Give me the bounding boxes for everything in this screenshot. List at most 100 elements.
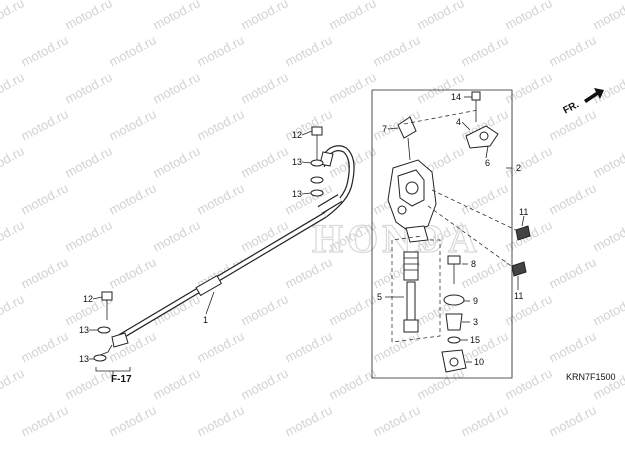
watermark-text: motod.ru: [62, 69, 114, 106]
brand-watermark: HONDA: [312, 216, 481, 261]
watermark-text: motod.ru: [590, 291, 625, 328]
front-direction-arrow: [584, 88, 604, 103]
watermark-text: motod.ru: [458, 180, 510, 217]
watermark-text: motod.ru: [502, 69, 554, 106]
watermark-text: motod.ru: [106, 254, 158, 291]
callout-3: 3: [473, 317, 478, 327]
watermark-text: motod.ru: [590, 0, 625, 33]
watermark-text: motod.ru: [106, 402, 158, 439]
watermark-text: motod.ru: [502, 291, 554, 328]
leader-line: [431, 189, 521, 233]
watermark-text: motod.ru: [0, 143, 27, 180]
watermark-text: motod.ru: [106, 106, 158, 143]
callout-7: 7: [382, 124, 387, 134]
watermark-text: motod.ru: [0, 0, 27, 33]
watermark-text: motod.ru: [370, 32, 422, 69]
callout-9: 9: [473, 296, 478, 306]
watermark-text: motod.ru: [194, 328, 246, 365]
watermark-text: motod.ru: [326, 0, 378, 33]
watermark-text: motod.ru: [62, 0, 114, 33]
watermark-text: motod.ru: [106, 32, 158, 69]
watermark-text: motod.ru: [194, 180, 246, 217]
watermark-text: motod.ru: [590, 143, 625, 180]
callout-4: 4: [456, 117, 461, 127]
watermark-text: motod.ru: [238, 365, 290, 402]
callout-15: 15: [470, 335, 480, 345]
callout-13-upper-b: 13: [292, 189, 302, 199]
assembly-box: [371, 89, 513, 379]
watermark-text: motod.ru: [0, 291, 27, 328]
watermark-text: motod.ru: [18, 402, 70, 439]
callout-1: 1: [203, 315, 208, 325]
watermark-text: motod.ru: [590, 217, 625, 254]
watermark-text: motod.ru: [150, 365, 202, 402]
callout-2: 2: [516, 163, 521, 173]
callout-11-upper: 11: [519, 207, 528, 217]
callout-leaders: [89, 96, 525, 363]
watermark-text: motod.ru: [238, 69, 290, 106]
watermark-text: motod.ru: [326, 365, 378, 402]
leader-line: [391, 239, 441, 343]
watermark-text: motod.ru: [502, 365, 554, 402]
watermark-text: motod.ru: [326, 291, 378, 328]
watermark-text: motod.ru: [106, 180, 158, 217]
watermark-text: motod.ru: [370, 106, 422, 143]
leader-line: [427, 205, 515, 269]
watermark-text: motod.ru: [546, 32, 598, 69]
watermark-text: motod.ru: [150, 69, 202, 106]
watermark-text: motod.ru: [150, 0, 202, 33]
callout-12-lower: 12: [83, 294, 93, 304]
diagram-code: KRN7F1500: [566, 372, 616, 382]
watermark-text: motod.ru: [194, 32, 246, 69]
watermark-text: motod.ru: [282, 402, 334, 439]
watermark-text: motod.ru: [414, 365, 466, 402]
callout-10: 10: [474, 357, 484, 367]
watermark-text: motod.ru: [458, 328, 510, 365]
watermark-text: motod.ru: [326, 69, 378, 106]
leader-line: [403, 109, 479, 125]
watermark-text: motod.ru: [414, 0, 466, 33]
piston-spring: [403, 251, 419, 333]
watermark-text: motod.ru: [194, 402, 246, 439]
watermark-text: motod.ru: [62, 217, 114, 254]
watermark-text: motod.ru: [150, 217, 202, 254]
watermark-text: motod.ru: [150, 291, 202, 328]
reference-bracket: [95, 367, 131, 375]
watermark-text: motod.ru: [0, 365, 27, 402]
callout-12-upper: 12: [292, 130, 302, 140]
watermark-text: motod.ru: [370, 328, 422, 365]
watermark-text: motod.ru: [18, 328, 70, 365]
watermark-text: motod.ru: [370, 402, 422, 439]
callout-11-lower: 11: [514, 291, 523, 301]
watermark-text: motod.ru: [282, 106, 334, 143]
watermark-text: motod.ru: [546, 180, 598, 217]
watermark-text: motod.ru: [546, 254, 598, 291]
leader-line: [391, 235, 423, 342]
watermark-text: motod.ru: [502, 0, 554, 33]
callout-5: 5: [377, 292, 382, 302]
watermark-text: motod.ru: [194, 106, 246, 143]
watermark-text: motod.ru: [590, 365, 625, 402]
brake-hose: [99, 145, 355, 356]
watermark-text: motod.ru: [18, 180, 70, 217]
callout-13-lower-b: 13: [79, 354, 89, 364]
watermark-text: motod.ru: [502, 143, 554, 180]
callout-14: 14: [451, 92, 461, 102]
watermark-text: motod.ru: [0, 217, 27, 254]
watermark-text: motod.ru: [238, 143, 290, 180]
watermark-text: motod.ru: [546, 328, 598, 365]
watermark-text: motod.ru: [546, 402, 598, 439]
watermark-text: motod.ru: [18, 32, 70, 69]
mounting-bolts: [511, 225, 531, 277]
watermark-text: motod.ru: [458, 402, 510, 439]
watermark-text: motod.ru: [282, 328, 334, 365]
reference-label: F-17: [111, 374, 132, 385]
watermark-text: motod.ru: [458, 32, 510, 69]
watermark-text: motod.ru: [590, 69, 625, 106]
watermark-text: motod.ru: [238, 0, 290, 33]
callout-13-upper-a: 13: [292, 157, 302, 167]
watermark-text: motod.ru: [282, 32, 334, 69]
master-cylinder: [387, 91, 499, 243]
watermark-text: motod.ru: [18, 106, 70, 143]
